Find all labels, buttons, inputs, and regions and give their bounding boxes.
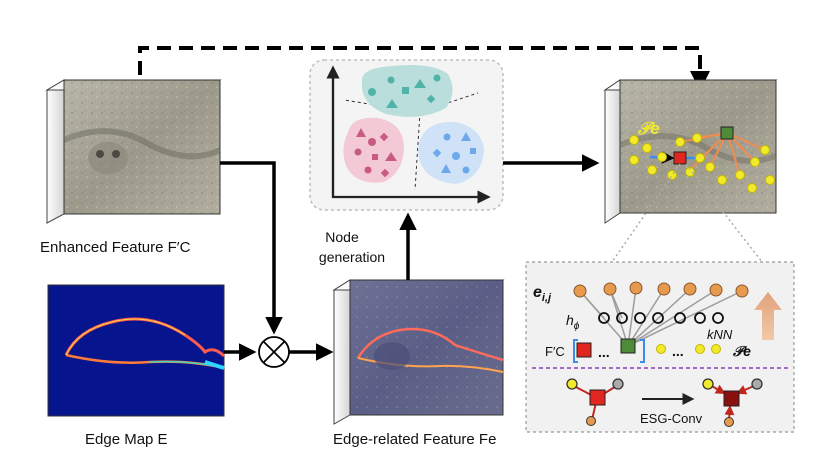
edge-related-feature-cube [332,279,505,425]
edge-related-feature-label: Edge-related Feature Fe [333,431,496,448]
esg-conv-output-graph [702,378,763,427]
edge-map-label: Edge Map E [85,431,168,448]
graph-pe-label: 𝒫e [637,119,660,138]
node-generation-label-line1: Node [325,229,359,245]
esg-conv-input-graph [566,378,624,426]
node-generation-panel [309,59,504,211]
h-phi-label: hϕ [566,312,580,332]
skip-connection-dashed [138,46,710,97]
circled-times-icon [258,336,290,368]
esg-conv-label: ESG-Conv [640,411,703,426]
knn-label: kNN [707,327,733,342]
fc-label: F′C [545,344,565,359]
enhanced-feature-label: Enhanced Feature F′C [40,239,191,256]
dots-label-2: ... [672,343,684,359]
cluster-pink [343,117,404,183]
graph-feature-cube: 𝒫e [603,79,778,224]
node-generation-label-line2: generation [319,249,385,265]
esg-conv-inset-panel: ei,j hϕ [525,261,795,433]
zoom-connector [611,163,763,263]
up-arrow-icon [754,292,782,340]
arrow-enhanced-to-multiply [220,161,283,335]
pe-label: 𝒫e [732,343,751,359]
edge-eij-label: ei,j [533,284,552,304]
dots-label-1: ... [598,344,610,360]
enhanced-feature-cube [45,79,222,224]
edge-map-image [47,284,226,417]
